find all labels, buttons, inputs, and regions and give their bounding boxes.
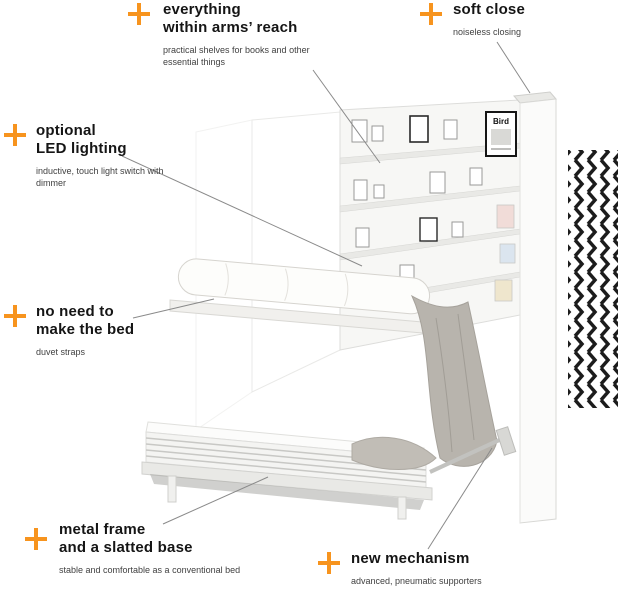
callout-subtext: advanced, pneumatic supporters [351,576,482,586]
callout-title-line1: optional [36,122,96,139]
plus-icon [25,528,47,550]
poster-label: Bird [493,117,509,126]
plus-icon [420,3,442,25]
plus-icon [128,3,150,25]
plus-icon [4,305,26,327]
zigzag-wall-pattern [568,150,618,408]
plus-icon [4,124,26,146]
callout-title-line2: and a slatted base [59,539,193,556]
callout-title: no need to make the bed [36,303,186,339]
callout-title: soft close [453,1,603,19]
cabinet [513,91,557,524]
callout-title-line2: within arms’ reach [163,19,298,36]
callout-title: new mechanism [351,550,591,568]
callout-soft-close: soft close noiseless closing [453,1,603,38]
callout-subtext: inductive, touch light switch with dimme… [36,166,164,188]
blanket-overhang [351,436,437,470]
blanket [410,294,498,467]
bed-frame [141,461,433,520]
duvet-roll [177,258,431,315]
callout-make-bed: no need to make the bed duvet straps [36,303,186,358]
callout-title: metal frame and a slatted base [59,521,339,557]
callout-title: everything within arms’ reach [163,1,338,37]
callout-title-line1: metal frame [59,521,146,538]
callout-title-line1: everything [163,1,241,18]
callout-subtext: noiseless closing [453,27,522,37]
callout-title: optional LED lighting [36,122,176,158]
bird-poster: Bird [485,111,517,157]
callout-title-line1: new mechanism [351,550,470,567]
callout-title-line1: soft close [453,1,526,18]
plus-icon [318,552,340,574]
callout-title-line2: LED lighting [36,140,127,157]
ghost-door-panels [195,111,341,431]
lift-mechanism [429,426,517,474]
connector-lines [121,41,531,550]
callout-led-lighting: optional LED lighting inductive, touch l… [36,122,176,189]
callout-subtext: duvet straps [36,347,86,357]
callout-mechanism: new mechanism advanced, pneumatic suppor… [351,550,591,587]
callout-shelves: everything within arms’ reach practical … [163,1,338,68]
callout-title-line2: make the bed [36,321,135,338]
callout-subtext: stable and comfortable as a conventional… [59,565,241,575]
callout-frame: metal frame and a slatted base stable an… [59,521,339,576]
postcards [494,204,516,302]
callout-title-line1: no need to [36,303,114,320]
callout-subtext: practical shelves for books and other es… [163,45,310,67]
